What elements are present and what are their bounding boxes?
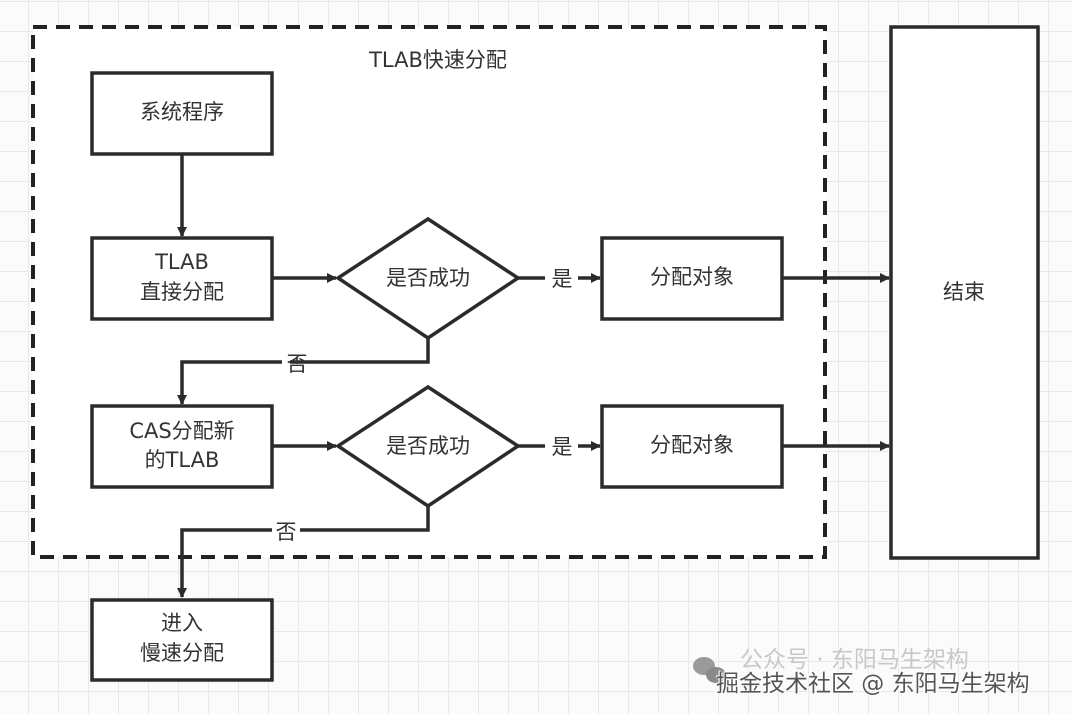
tlab-direct-alloc-node[interactable] [90, 236, 274, 321]
edge-decision2-no-arrow [177, 528, 272, 598]
slow-alloc-node[interactable] [90, 598, 274, 682]
edge-label-yes2: 是 [552, 435, 573, 459]
edge-decision2-no [300, 506, 430, 532]
decision2-label: 是否成功 [386, 434, 470, 458]
watermark-back-text: 公众号 · 东阳马生架构 [740, 647, 969, 673]
watermark-front-text: 掘金技术社区 @ 东阳马生架构 [716, 671, 1030, 697]
edge-label-no1: 否 [287, 352, 308, 376]
tlab-direct-alloc-label-line2: 直接分配 [140, 280, 224, 304]
group-title: TLAB快速分配 [368, 48, 507, 72]
decision1-label: 是否成功 [386, 266, 470, 290]
slow-alloc-label-line2: 慢速分配 [140, 641, 224, 665]
cas-alloc-label-line1: CAS分配新 [129, 419, 234, 443]
edge-decision1-no-arrow [177, 360, 282, 405]
wechat-icon [693, 657, 726, 683]
system-program-label: 系统程序 [140, 100, 224, 124]
slow-alloc-label-line1: 进入 [161, 611, 203, 635]
edge-decision1-no [290, 338, 430, 364]
end-node[interactable] [889, 25, 1040, 560]
end-node-label: 结束 [943, 280, 985, 304]
tlab-direct-alloc-label-line1: TLAB [154, 250, 209, 274]
system-program-node[interactable] [90, 71, 274, 156]
edge-label-yes1: 是 [552, 267, 573, 291]
alloc-object2-label: 分配对象 [650, 433, 734, 457]
edge-label-no2: 否 [276, 520, 297, 544]
alloc-object1-label: 分配对象 [650, 265, 734, 289]
cas-alloc-label-line2: 的TLAB [145, 448, 220, 472]
